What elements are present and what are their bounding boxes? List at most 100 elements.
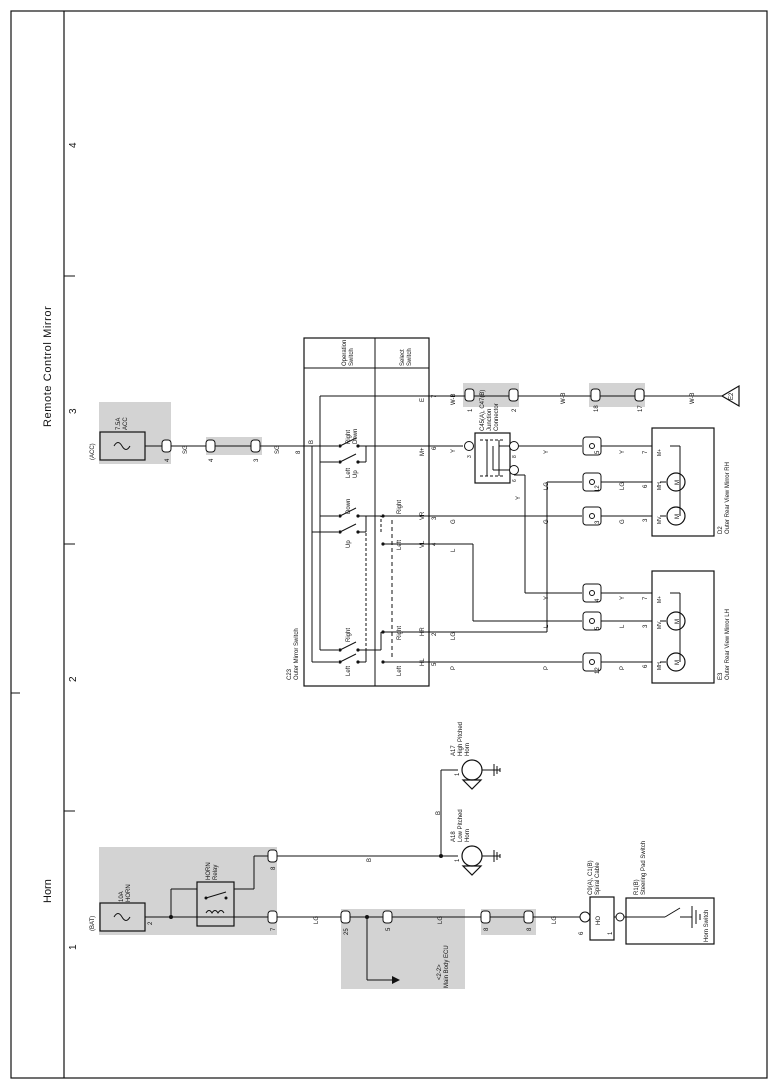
- svg-text:M+: M+: [657, 449, 663, 456]
- svg-text:LG: LG: [620, 482, 626, 490]
- svg-text:5: 5: [595, 626, 601, 630]
- svg-text:L: L: [451, 548, 457, 552]
- svg-text:VR: VR: [420, 511, 426, 520]
- svg-text:Y: Y: [544, 450, 550, 454]
- svg-text:2: 2: [148, 921, 154, 925]
- mirror-rh: M M M+ MH MV 7 6 3 D2 Outer Rear View Mi…: [643, 427, 731, 537]
- connector-d22: [582, 472, 602, 492]
- svg-text:P: P: [544, 666, 550, 670]
- svg-text:B: B: [367, 858, 373, 862]
- svg-text:3: 3: [467, 455, 473, 458]
- svg-text:MH: MH: [657, 482, 663, 490]
- svg-text:Outer Rear View Mirror LH: Outer Rear View Mirror LH: [725, 609, 731, 680]
- svg-text:Left: Left: [346, 468, 352, 478]
- svg-text:8: 8: [271, 866, 277, 870]
- svg-text:3: 3: [595, 520, 601, 524]
- connector-pin: [205, 439, 216, 453]
- switch-contact: [320, 453, 366, 464]
- svg-text:Y: Y: [620, 596, 626, 600]
- connector-pin: [590, 388, 601, 402]
- svg-text:L: L: [544, 624, 550, 628]
- svg-text:1: 1: [455, 858, 461, 862]
- svg-text:Left: Left: [397, 540, 403, 550]
- connector-pin: [267, 849, 278, 863]
- svg-text:(ACC): (ACC): [90, 443, 96, 460]
- system-title-horn: Horn: [42, 879, 54, 903]
- mirror-lh: M M M+ MV MH 7 3 6 E3 Outer Rear View Mi…: [643, 570, 731, 684]
- switch-contact: [320, 641, 375, 652]
- svg-text:(BAT): (BAT): [90, 916, 96, 931]
- svg-text:M: M: [675, 619, 681, 624]
- svg-text:7: 7: [643, 596, 649, 600]
- svg-text:Down: Down: [353, 429, 359, 444]
- svg-text:Y: Y: [516, 496, 522, 500]
- svg-text:18: 18: [594, 405, 600, 412]
- svg-text:High PitchedHorn: High PitchedHorn: [458, 722, 471, 756]
- svg-text:8: 8: [296, 450, 302, 454]
- sheet-border: [10, 10, 768, 1079]
- svg-text:3: 3: [432, 516, 438, 520]
- connector-pin: [464, 388, 475, 402]
- svg-text:5: 5: [595, 450, 601, 454]
- svg-text:6: 6: [643, 664, 649, 668]
- svg-text:5: 5: [386, 927, 392, 931]
- arrow: [392, 976, 400, 984]
- svg-text:<2-2>: <2-2>: [437, 964, 443, 980]
- svg-text:M: M: [675, 514, 681, 519]
- svg-text:G: G: [451, 519, 457, 524]
- connector-pin: [382, 910, 393, 924]
- svg-text:7.5AACC: 7.5AACC: [116, 417, 129, 430]
- svg-text:Left: Left: [397, 666, 403, 676]
- svg-text:Right: Right: [346, 430, 352, 444]
- svg-text:Y: Y: [544, 596, 550, 600]
- svg-text:1: 1: [608, 931, 614, 935]
- svg-text:1: 1: [468, 408, 474, 412]
- svg-text:8: 8: [512, 455, 518, 458]
- svg-text:Left: Left: [346, 666, 352, 676]
- svg-text:W-B: W-B: [451, 393, 457, 405]
- svg-text:SG: SG: [183, 445, 189, 454]
- junction-dot: [365, 915, 369, 919]
- connector-pin: [250, 439, 261, 453]
- svg-text:6: 6: [643, 484, 649, 488]
- svg-text:Up: Up: [353, 470, 359, 478]
- svg-text:6: 6: [512, 479, 518, 482]
- shade-horn-fuse-relay: [99, 847, 277, 935]
- horn-high-pitched: 1 A17 High PitchedHorn: [451, 722, 501, 790]
- svg-text:6: 6: [432, 446, 438, 450]
- horn-relay: HORNRelay: [196, 862, 235, 927]
- svg-text:Horn Switch: Horn Switch: [704, 910, 710, 942]
- svg-text:LG: LG: [314, 916, 320, 924]
- svg-text:D2: D2: [718, 526, 724, 534]
- system-title-remote-control-mirror: Remote Control Mirror: [42, 306, 54, 427]
- svg-text:G: G: [620, 519, 626, 524]
- section-number: 2: [68, 676, 79, 682]
- svg-text:C9(A), C1(B): C9(A), C1(B): [588, 860, 594, 895]
- svg-text:8: 8: [484, 927, 490, 931]
- svg-text:6: 6: [579, 931, 585, 935]
- connector-pin: [340, 910, 351, 924]
- svg-text:Right: Right: [346, 628, 352, 642]
- svg-text:Down: Down: [346, 499, 352, 514]
- svg-text:7: 7: [643, 450, 649, 454]
- svg-text:L: L: [620, 624, 626, 628]
- shade-mirror-fuse: [99, 402, 171, 464]
- svg-text:12: 12: [595, 667, 601, 674]
- svg-text:3: 3: [643, 624, 649, 628]
- junction-dot: [439, 854, 443, 858]
- svg-text:LG: LG: [451, 632, 457, 640]
- svg-text:Outer Mirror Switch: Outer Mirror Switch: [294, 628, 300, 680]
- svg-text:HO: HO: [596, 916, 602, 925]
- svg-text:W-B: W-B: [690, 392, 696, 404]
- steering-pad-switch: R1(B) Steering Pad Switch Horn Switch: [615, 841, 715, 945]
- svg-text:MV: MV: [657, 621, 663, 629]
- junction-connector: 3 8 6 C45(A), C47(B) JunctionConnector: [464, 390, 519, 484]
- svg-text:B: B: [309, 440, 315, 444]
- svg-text:25: 25: [344, 928, 350, 935]
- svg-text:HORNRelay: HORNRelay: [206, 862, 219, 880]
- svg-text:Main Body ECU: Main Body ECU: [444, 945, 450, 988]
- svg-text:Y: Y: [620, 450, 626, 454]
- svg-text:Y: Y: [451, 449, 457, 453]
- svg-text:A17: A17: [451, 745, 457, 756]
